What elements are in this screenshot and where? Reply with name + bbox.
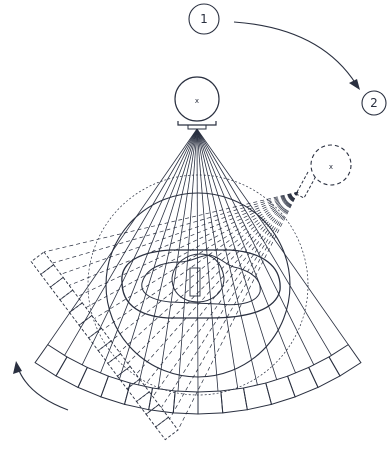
rotation-arrow-top [234,22,360,90]
patient-organ-outline [142,255,260,305]
arrowhead-icon [349,79,360,90]
detector-cell-dashed [60,290,82,312]
beam-ray-solid [197,129,198,392]
beam-ray-dashed [170,192,298,419]
detector-cell-solid [266,376,295,404]
detector-cell-dashed [98,341,120,363]
detector-cell-dashed [79,316,101,338]
fan-beam-solid [48,129,349,392]
beam-ray-solid [197,129,314,365]
xray-source-dashed: x [296,145,351,198]
patient-body-outline [122,250,280,318]
detector-cell-dashed [89,328,111,350]
detector-cell-dashed [108,354,130,376]
beam-ray-dashed [52,192,298,263]
beam-ray-solid [158,129,197,389]
detector-cell-dashed [50,277,72,299]
position-label-2: 2 [370,96,378,110]
beam-ray-dashed [78,192,299,297]
patient-cross-section [122,250,280,318]
xray-source-solid: x [175,77,219,129]
beam-ray-dashed [128,192,298,363]
beam-ray-dashed [153,192,298,397]
beam-ray-solid [178,129,197,391]
detector-cell-solid [35,345,67,376]
detector-cell-dashed [41,265,63,287]
source-label-dashed: x [329,163,333,171]
arrowhead-icon [13,361,22,374]
beam-ray-solid [100,129,197,373]
detector-cell-dashed [117,366,139,388]
detector-cell-solid [56,357,87,387]
detector-cell-solid [288,367,318,396]
detector-cell-solid [78,367,108,396]
detector-cell-dashed [31,252,53,274]
detector-cell-solid [329,345,361,376]
position-label-1: 1 [200,12,208,26]
detector-cell-dashed [156,417,178,439]
beam-ray-dashed [94,192,298,319]
detector-array-dashed [31,252,178,440]
beam-ray-dashed [69,192,298,285]
position-marker-2: 2 [362,91,386,115]
detector-cell-solid [309,357,340,387]
position-marker-1: 1 [189,4,219,34]
rotation-arrow-bottom [13,361,68,410]
detector-cell-dashed [127,379,149,401]
source-label-solid: x [195,97,199,105]
